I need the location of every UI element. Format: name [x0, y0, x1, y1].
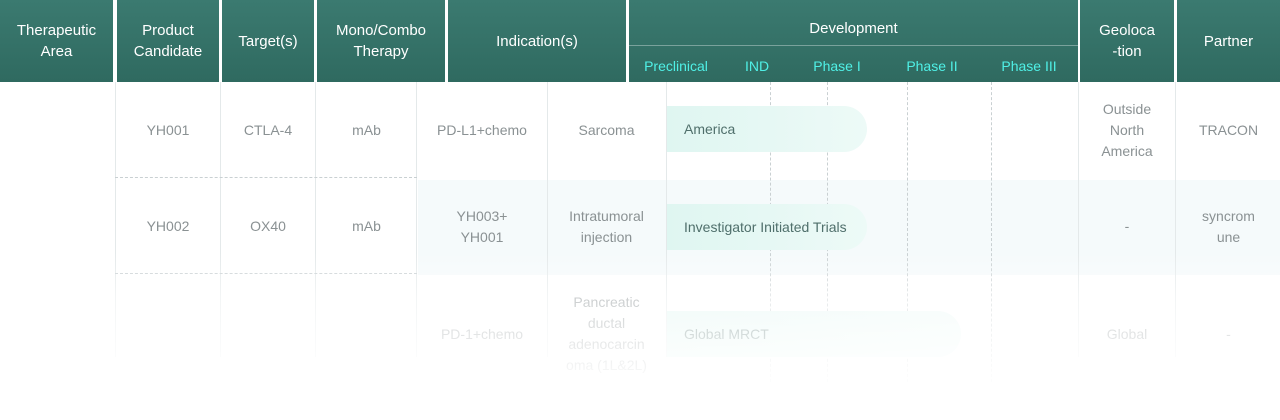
row1-product: YH001	[146, 121, 190, 138]
row2-geolocation: -	[1124, 218, 1130, 234]
row3-indication: Pancreatic ductal adenocarcin oma (1L&2L…	[566, 294, 647, 373]
phase-3: Phase III	[1001, 58, 1057, 74]
row1-indication: Sarcoma	[578, 121, 635, 138]
row3-partner: -	[1226, 325, 1231, 342]
row3-trial-label: Global MRCT	[684, 326, 769, 342]
row1-target: CTLA-4	[243, 121, 293, 138]
row2-target: OX40	[250, 218, 286, 234]
column-divider	[315, 82, 316, 357]
row1-progress-bar: America	[667, 106, 867, 152]
row2-partner: syncrom une	[1202, 207, 1255, 245]
header-targets: Target(s)	[222, 0, 314, 82]
row2-progress-bar: Investigator Initiated Trials	[667, 204, 867, 250]
phase-ind: IND	[744, 58, 770, 74]
development-divider	[629, 45, 1078, 46]
header-product-candidate: Product Candidate	[117, 0, 219, 82]
column-divider	[220, 82, 221, 357]
row2-trial-label: Investigator Initiated Trials	[684, 219, 847, 235]
row1-partner: TRACON	[1198, 121, 1259, 138]
column-divider	[1175, 82, 1176, 357]
header-geolocation: Geoloca -tion	[1080, 0, 1174, 82]
row2-therapy: mAb	[352, 218, 381, 234]
column-divider	[416, 82, 417, 357]
row3-progress-bar: Global MRCT	[667, 311, 961, 357]
header-partner: Partner	[1177, 0, 1280, 82]
row2-product: YH002	[146, 218, 190, 234]
row1-combo: PD-L1+chemo	[437, 121, 527, 138]
column-divider	[115, 82, 116, 357]
header-indications: Indication(s)	[448, 0, 626, 82]
row3-combo: PD-1+chemo	[440, 325, 524, 342]
header-therapeutic-area: Therapeutic Area	[0, 0, 113, 82]
row1-trial-label: America	[684, 121, 736, 137]
header-mono-combo: Mono/Combo Therapy	[317, 0, 445, 82]
column-divider	[1078, 82, 1079, 357]
phase-preclinical: Preclinical	[644, 58, 708, 74]
header-development: Development Preclinical IND Phase I Phas…	[629, 0, 1078, 82]
phase-2: Phase II	[906, 58, 958, 74]
row1-therapy: mAb	[352, 121, 381, 138]
phase-gridline	[991, 82, 992, 382]
row2-indication: Intratumoral injection	[569, 207, 644, 245]
row2-combo: YH003+ YH001	[456, 207, 508, 245]
row3-geolocation: Global	[1106, 325, 1148, 342]
row1-geolocation: Outside North America	[1101, 100, 1153, 159]
phase-1: Phase I	[813, 58, 861, 74]
development-title: Development	[809, 20, 898, 37]
